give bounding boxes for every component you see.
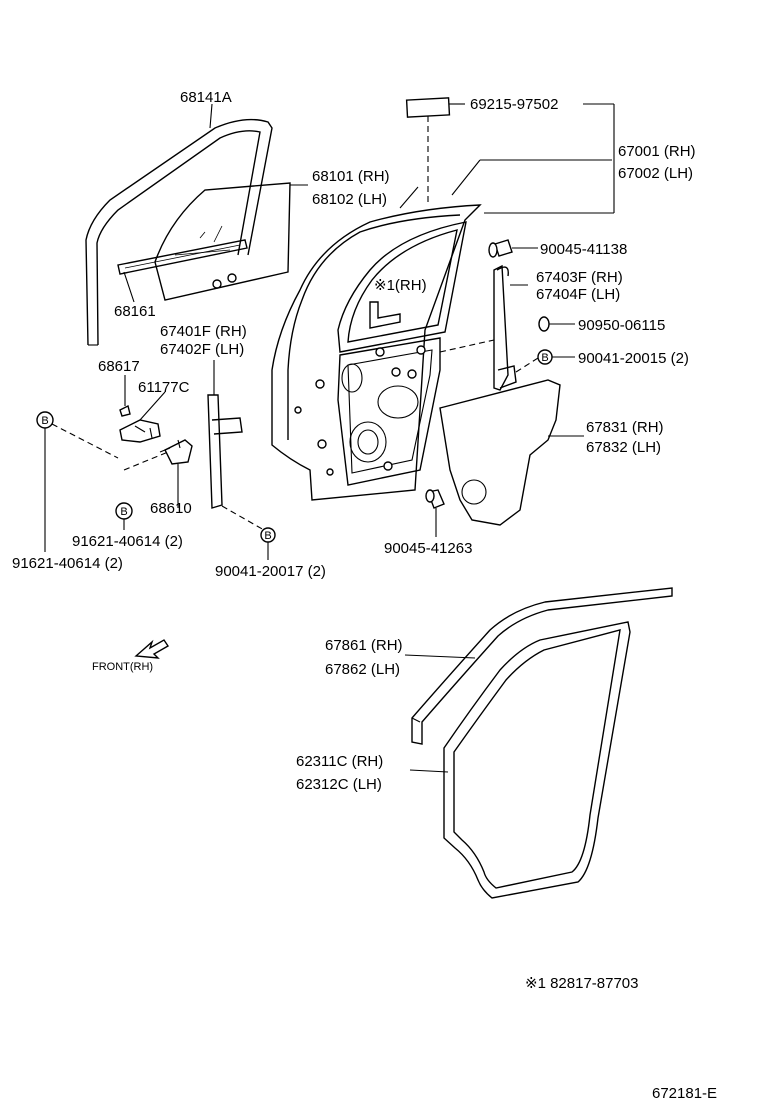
label-90950-06115: 90950-06115 (578, 317, 665, 334)
label-67002: 67002 (LH) (618, 165, 693, 182)
window-frame-moulding-68141a (85, 103, 273, 346)
label-90045-41138: 90045-41138 (540, 241, 627, 258)
window-regulator-67403f (439, 264, 528, 391)
callout-b-3: B (41, 415, 48, 427)
rear-door-panel-67001 (271, 159, 614, 501)
label-68161: 68161 (114, 303, 156, 320)
screw-90041-20015: B (515, 349, 575, 373)
screw-90041-20017: B (260, 527, 276, 560)
label-67404f: 67404F (LH) (536, 286, 620, 303)
clip-90045-41263 (425, 489, 445, 537)
callout-b-mid-group: B (115, 502, 133, 530)
label-67001: 67001 (RH) (618, 143, 696, 160)
label-note1-rh: ※1(RH) (374, 277, 427, 294)
label-front-rh: FRONT(RH) (92, 661, 153, 673)
footnote-82817-87703: ※1 82817-87703 (525, 975, 639, 992)
label-plate-69215 (405, 97, 615, 214)
rear-lower-frame-67401f (207, 360, 265, 531)
label-62311c: 62311C (RH) (296, 753, 383, 770)
label-67831: 67831 (RH) (586, 419, 664, 436)
label-67861: 67861 (RH) (325, 637, 403, 654)
label-68141a: 68141A (180, 89, 232, 106)
label-68610: 68610 (150, 500, 192, 517)
label-90045-41263: 90045-41263 (384, 540, 472, 557)
callout-b-1: B (541, 352, 548, 364)
diagram-id: 672181-E (652, 1085, 717, 1102)
callout-b-4: B (120, 506, 127, 518)
weatherstrip-67861 (404, 587, 673, 745)
label-69215-97502: 69215-97502 (470, 96, 558, 113)
label-67832: 67832 (LH) (586, 439, 661, 456)
clip-90045-41138 (488, 239, 538, 258)
label-67862: 67862 (LH) (325, 661, 400, 678)
label-61177c: 61177C (138, 379, 190, 396)
door-glass-68101 (117, 182, 308, 301)
callout-b-2: B (264, 530, 271, 542)
callout-b-left-group: B (36, 411, 54, 552)
weatherstrip-62311c (409, 621, 631, 899)
service-hole-cover-67831 (439, 379, 584, 526)
label-67402f: 67402F (LH) (160, 341, 244, 358)
label-90041-20015: 90041-20015 (2) (578, 350, 689, 367)
label-62312c: 62312C (LH) (296, 776, 382, 793)
hinge-68610 (159, 439, 193, 508)
hinge-61177c (119, 391, 166, 443)
label-68617: 68617 (98, 358, 140, 375)
label-90041-20017: 90041-20017 (2) (215, 563, 326, 580)
dash-b-mid (123, 451, 169, 471)
label-68102: 68102 (LH) (312, 191, 387, 208)
label-91621-40614-mid: 91621-40614 (2) (72, 533, 183, 550)
label-68101: 68101 (RH) (312, 168, 390, 185)
label-67401f: 67401F (RH) (160, 323, 247, 340)
hole-plug-90950 (538, 316, 575, 332)
label-67403f: 67403F (RH) (536, 269, 623, 286)
leader-68161 (123, 271, 135, 303)
label-91621-40614-left: 91621-40614 (2) (12, 555, 123, 572)
front-arrow-icon (134, 639, 169, 659)
hinge-68617 (119, 375, 131, 417)
dash-b-left (51, 423, 119, 459)
